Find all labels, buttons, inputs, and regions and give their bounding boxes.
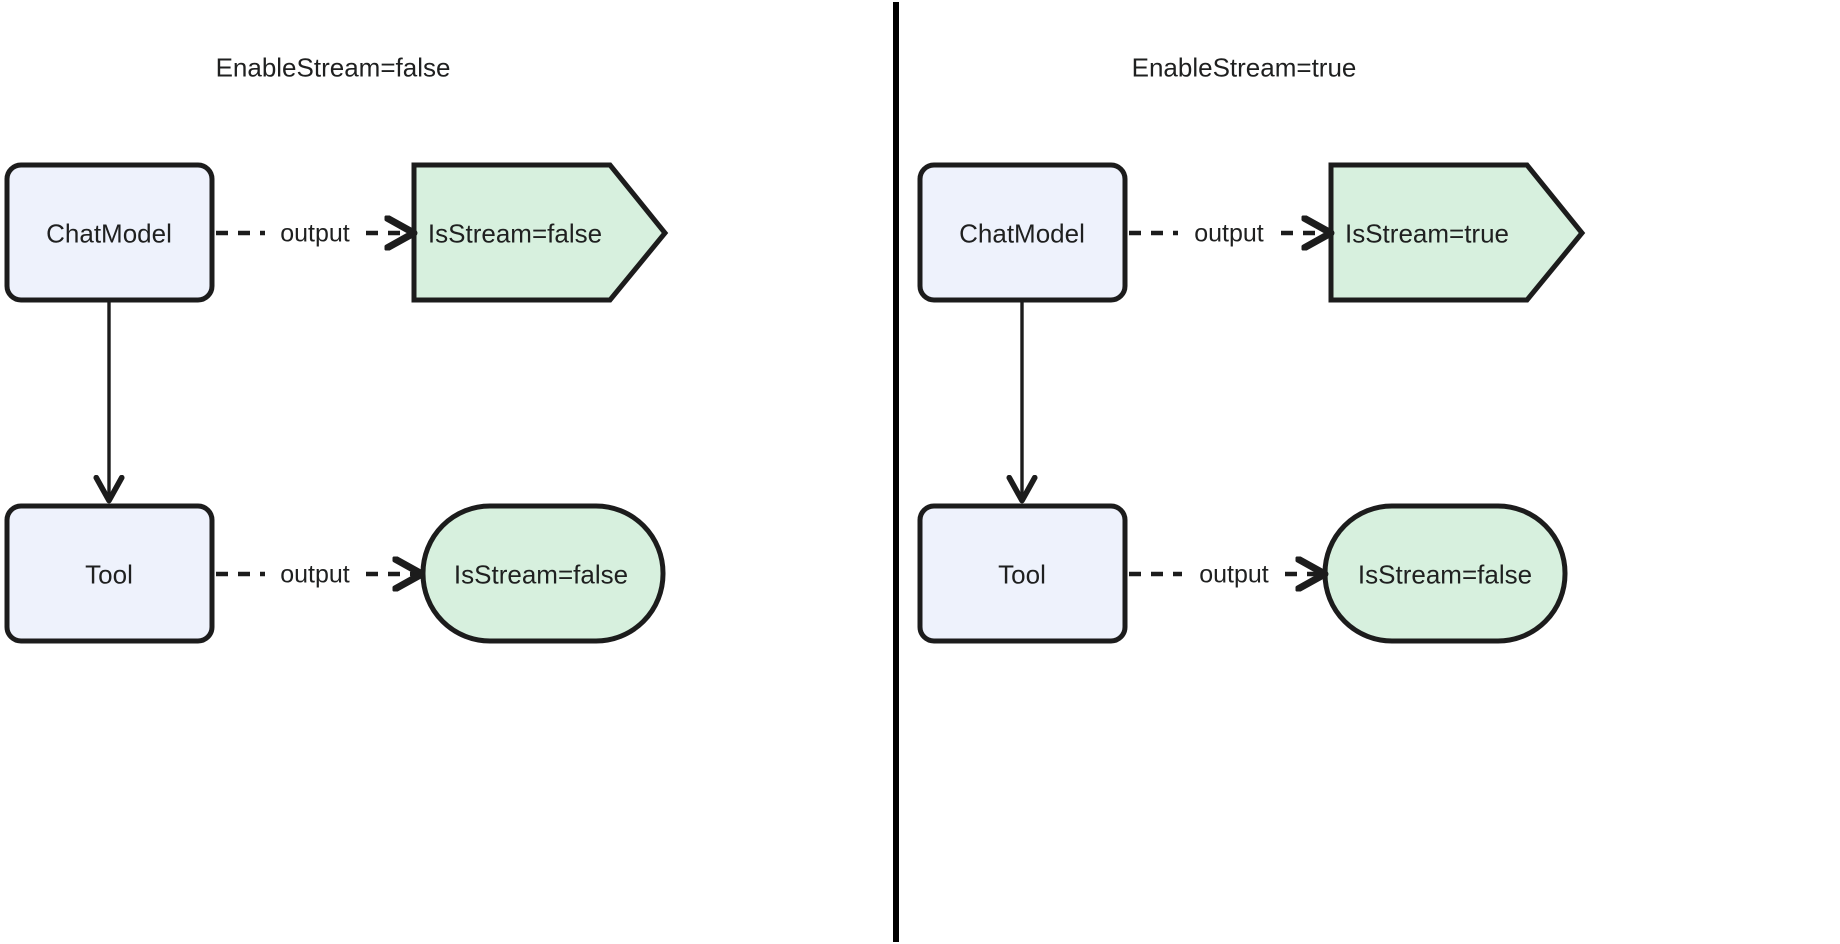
node-tool-left[interactable]: [4, 503, 215, 644]
edge-label-tool-output-left: output: [278, 560, 352, 590]
node-chatmodel-left[interactable]: [4, 162, 215, 303]
node-tool-right[interactable]: [917, 503, 1128, 644]
node-chat-result-left[interactable]: [411, 162, 669, 303]
node-tool-result-left[interactable]: [420, 503, 666, 644]
node-tool-result-right[interactable]: [1322, 503, 1568, 644]
edge-label-chat-output-left: output: [278, 219, 352, 249]
node-chatmodel-right[interactable]: [917, 162, 1128, 303]
edge-label-tool-output-right: output: [1197, 560, 1271, 590]
panel-title-right: EnableStream=true: [1131, 52, 1357, 83]
edge-label-chat-output-right: output: [1192, 219, 1266, 249]
panel-title-left: EnableStream=false: [215, 52, 451, 83]
node-chat-result-right[interactable]: [1328, 162, 1586, 303]
